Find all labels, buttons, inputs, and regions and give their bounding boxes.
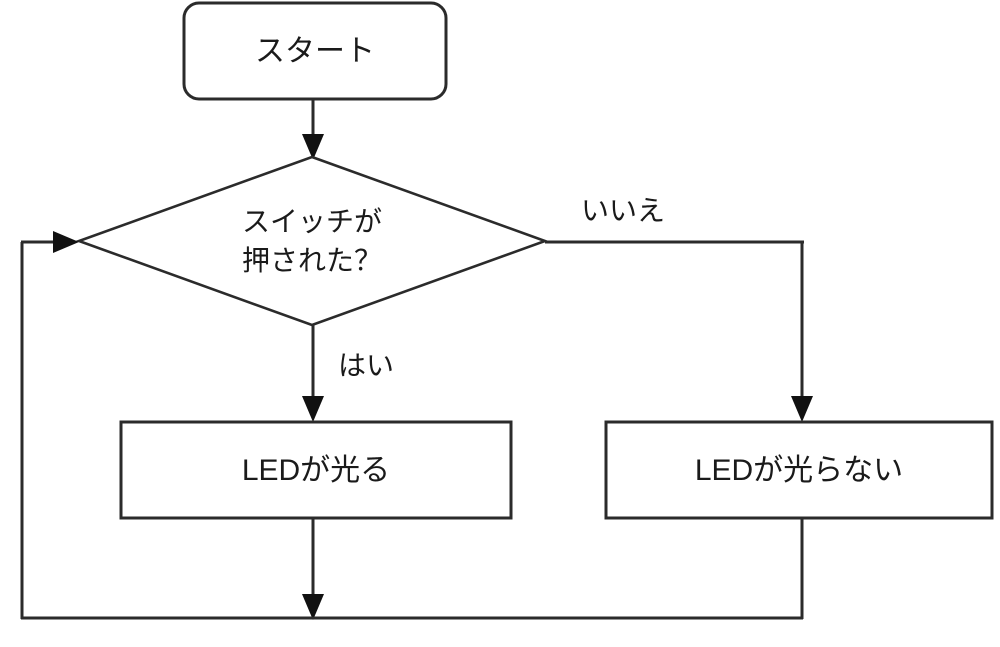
node-decision-label-line1: スイッチが	[242, 206, 382, 237]
node-process-no-label: LEDが光らない	[695, 454, 903, 487]
arrowhead-decision-no	[791, 396, 813, 422]
node-decision-label-line2: 押された？	[242, 245, 382, 276]
arrowhead-decision-yes	[302, 396, 324, 422]
node-start-label: スタート	[255, 35, 375, 68]
edge-label-no: いいえ	[581, 195, 665, 226]
node-process-yes-label: LEDが光る	[242, 454, 390, 487]
arrowhead-start-to-decision	[302, 134, 324, 160]
arrowhead-loopback-to-decision	[53, 231, 79, 253]
node-decision-shape[interactable]	[75, 155, 549, 327]
arrowhead-process-yes-to-rail	[302, 594, 324, 620]
node-process-no-shape[interactable]	[604, 420, 994, 520]
node-process-yes-shape[interactable]	[119, 420, 513, 520]
node-start-shape[interactable]	[182, 1, 448, 101]
edge-label-yes: はい	[338, 350, 394, 381]
